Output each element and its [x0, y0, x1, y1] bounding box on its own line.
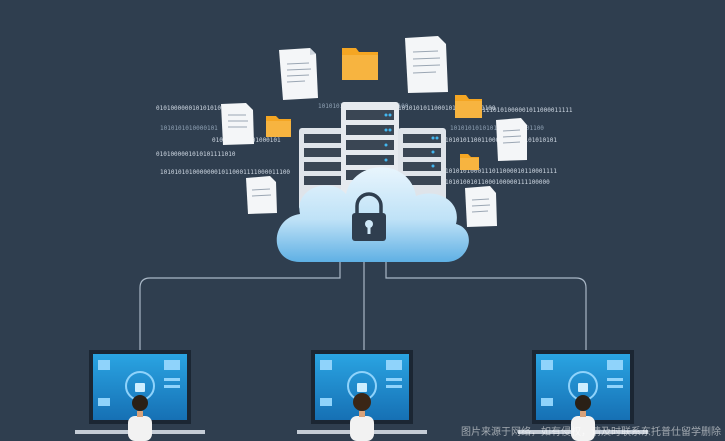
person-avatar [571, 395, 595, 441]
image-source-watermark: 图片来源于网络，如有侵权，请及时联系东托普仕留学删除 [461, 427, 721, 438]
workstation-left [75, 350, 205, 441]
binary-row: 101010101000000010110001111000011100 [160, 169, 290, 176]
document-icon [246, 176, 277, 214]
binary-row: 1010101000111011000010110001111 [445, 168, 557, 175]
lock-icon [352, 192, 386, 241]
document-icon [279, 48, 318, 100]
folder-icon [455, 95, 482, 118]
person-avatar [350, 393, 374, 441]
folder-icon [342, 48, 378, 80]
document-icon [405, 36, 448, 93]
workstation-right [518, 350, 648, 441]
folder-icon [460, 154, 479, 170]
binary-row: 10101001011000100000111100000 [445, 179, 550, 186]
binary-row: 0101000000101010101 [156, 105, 225, 112]
binary-row: 101010101100010100000111100 [398, 105, 496, 112]
document-icon [221, 103, 254, 145]
network-lines [139, 262, 587, 352]
document-icon [465, 186, 497, 227]
workstation-center [297, 350, 427, 441]
person-avatar [128, 395, 152, 441]
binary-row: 1010101010000101 [160, 125, 218, 132]
binary-row: 0101000001010101111010 [156, 151, 236, 158]
binary-row: 101110101000001011000011111 [475, 107, 573, 114]
document-icon [496, 118, 527, 161]
folder-icon [266, 116, 291, 137]
